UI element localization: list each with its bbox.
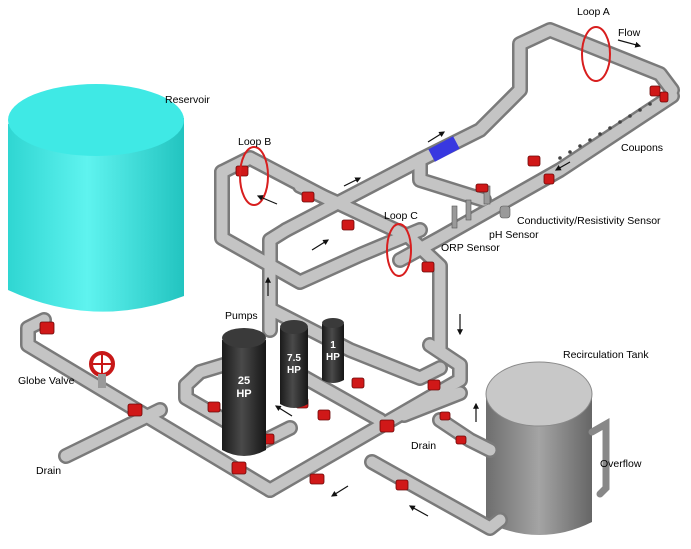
loop-c-label: Loop C bbox=[384, 210, 418, 222]
pump-25hp-rating: 25 bbox=[238, 375, 250, 387]
orp-sensor-label: ORP Sensor bbox=[441, 242, 500, 254]
overflow-label: Overflow bbox=[600, 458, 642, 470]
coupons-label: Coupons bbox=[621, 142, 663, 154]
loop-b-label: Loop B bbox=[238, 136, 271, 148]
ph-sensor-label: pH Sensor bbox=[489, 229, 539, 241]
pump-25hp-unit: HP bbox=[236, 388, 251, 400]
pumps-label: Pumps bbox=[225, 310, 258, 322]
coupon-holes bbox=[558, 102, 652, 160]
pump-1hp: 1 HP bbox=[322, 318, 344, 383]
pump-1hp-unit: HP bbox=[326, 352, 340, 363]
conductivity-sensor-label: Conductivity/Resistivity Sensor bbox=[517, 215, 661, 227]
diagram-labels: Reservoir Loop A Flow Loop B Coupons Loo… bbox=[18, 6, 663, 477]
flow-label: Flow bbox=[618, 27, 641, 39]
loop-a-marker bbox=[581, 26, 611, 82]
reservoir-label: Reservoir bbox=[165, 94, 210, 106]
drain-right-label: Drain bbox=[411, 440, 436, 452]
loop-c-marker bbox=[386, 223, 412, 277]
recirculation-tank-label: Recirculation Tank bbox=[563, 349, 649, 361]
pipe-couplings bbox=[39, 85, 669, 491]
pump-7-5hp-unit: HP bbox=[287, 365, 301, 376]
pump-7-5hp-rating: 7.5 bbox=[287, 353, 301, 364]
sensor-probes bbox=[451, 185, 511, 229]
globe-valve-wheel bbox=[89, 351, 115, 388]
drain-left-label: Drain bbox=[36, 465, 61, 477]
loop-markers bbox=[239, 26, 611, 277]
globe-valve-label: Globe Valve bbox=[18, 375, 75, 387]
blue-pipe-section bbox=[428, 136, 460, 162]
flow-arrows bbox=[256, 39, 642, 517]
pump-25hp: 25 HP bbox=[222, 328, 266, 456]
loop-b-marker bbox=[239, 146, 269, 206]
loop-a-label: Loop A bbox=[577, 6, 610, 18]
pump-1hp-rating: 1 bbox=[330, 340, 336, 351]
pump-7-5hp: 7.5 HP bbox=[280, 320, 308, 408]
recirculation-tank bbox=[485, 361, 593, 535]
overflow-pipe bbox=[588, 417, 610, 498]
reservoir-tank bbox=[8, 84, 184, 312]
